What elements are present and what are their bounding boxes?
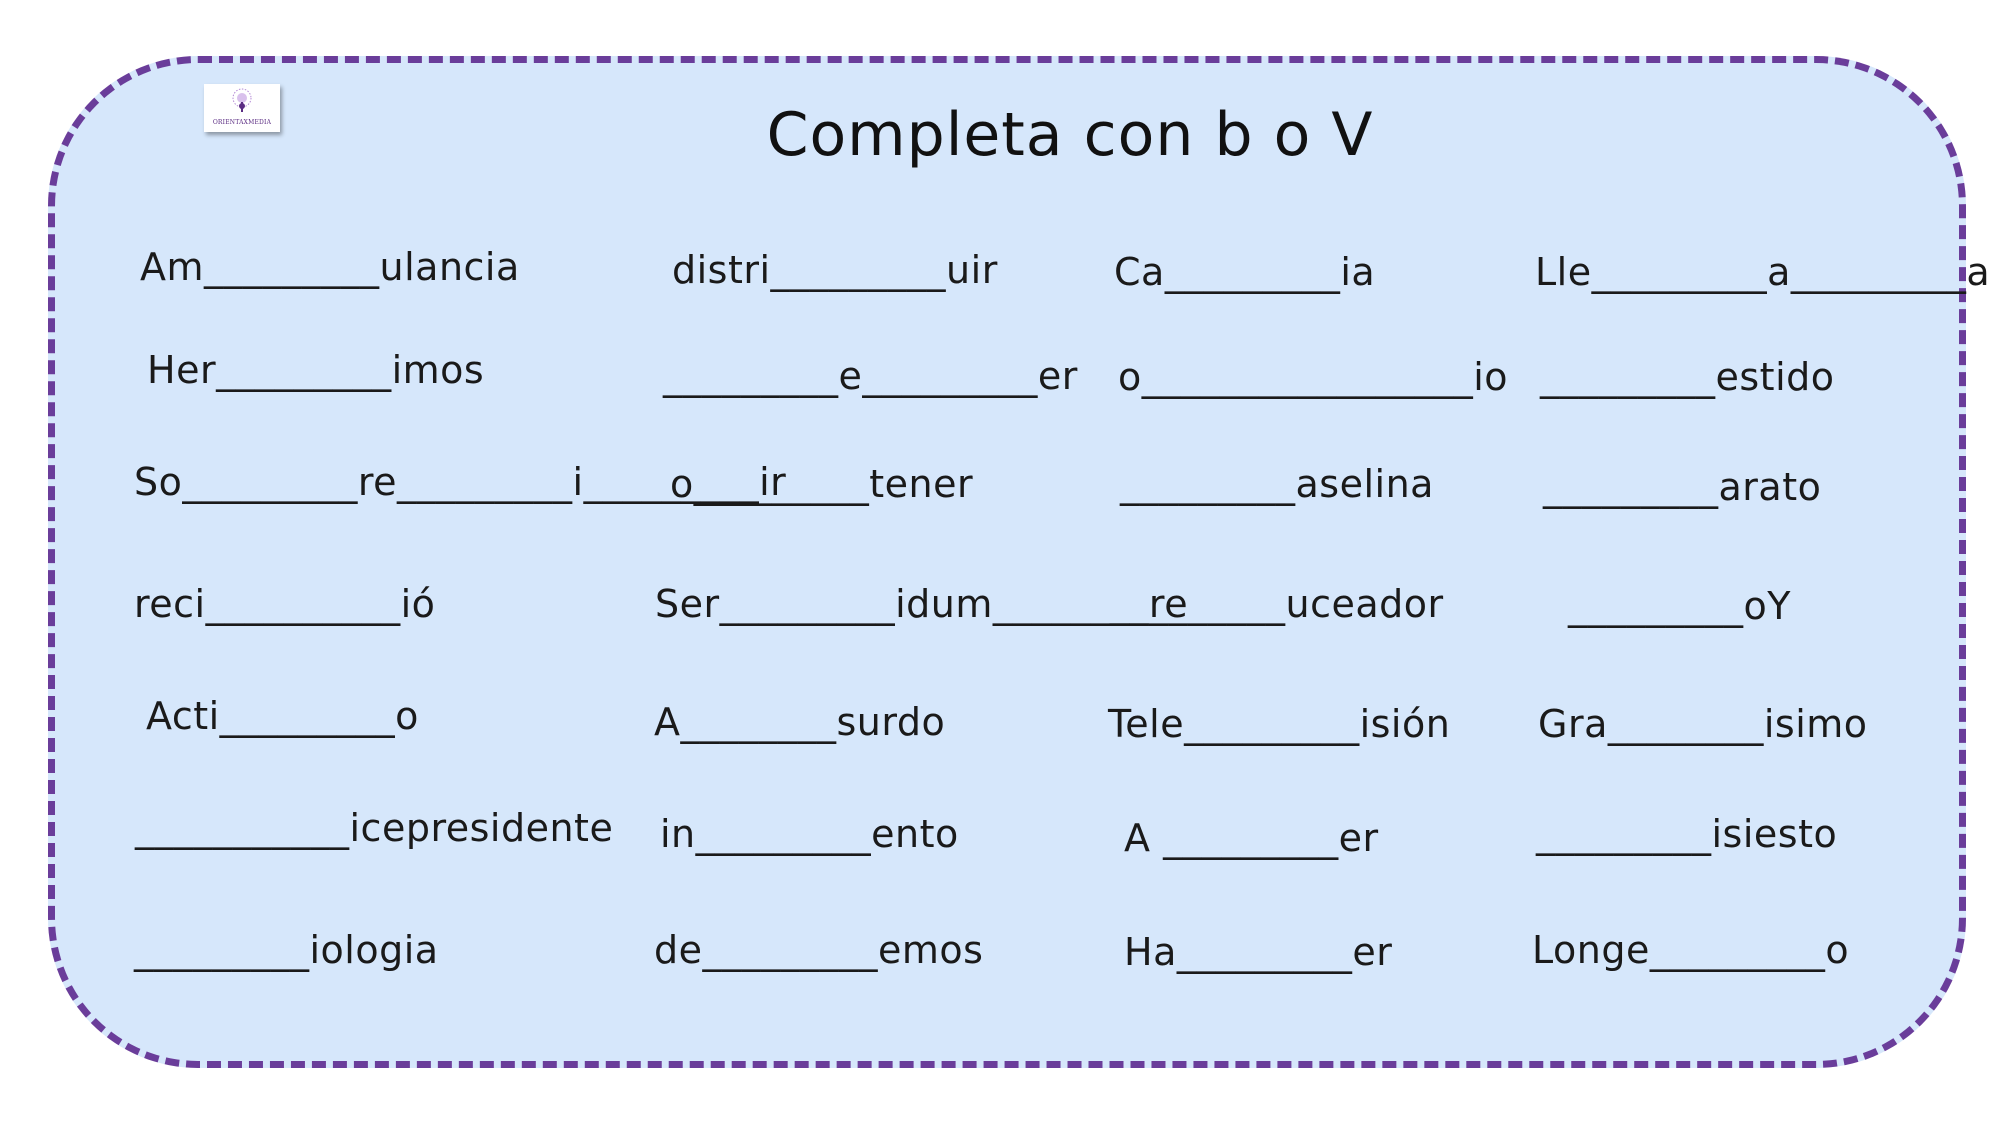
word-item: A _________er: [1124, 816, 1379, 860]
logo-text: ORIENTAXMEDIA: [212, 119, 272, 126]
word-item: _________uceador: [1110, 582, 1444, 626]
word-item: Tele_________isión: [1108, 702, 1451, 746]
worksheet-card: [48, 56, 1966, 1068]
word-item: _________estido: [1540, 355, 1835, 399]
tree-logo-icon: [232, 88, 252, 112]
word-item: reci__________ió: [134, 582, 436, 626]
word-item: ___________icepresidente: [135, 806, 614, 850]
word-item: o_________________io: [1118, 355, 1509, 399]
word-item: _________aselina: [1120, 462, 1434, 506]
word-item: Am_________ulancia: [140, 245, 520, 289]
word-item: Acti_________o: [146, 694, 419, 738]
word-item: Ha_________er: [1124, 930, 1393, 974]
word-item: Ca_________ia: [1114, 250, 1376, 294]
word-item: _________e_________er: [663, 354, 1078, 398]
word-item: _________arato: [1543, 465, 1822, 509]
word-item: Her_________imos: [147, 348, 485, 392]
word-item: Lle_________a_________a: [1535, 250, 1991, 294]
orientacion-logo: ORIENTAXMEDIA: [204, 84, 280, 132]
word-item: o_________tener: [670, 462, 974, 506]
word-item: in_________ento: [660, 812, 959, 856]
word-item: de_________emos: [654, 928, 984, 972]
word-item: Longe_________o: [1532, 928, 1850, 972]
word-item: Ser_________idum________re: [655, 582, 1189, 626]
word-item: _________iologia: [134, 928, 439, 972]
word-item: So_________re_________i_________ir: [134, 460, 787, 504]
word-item: distri_________uir: [672, 248, 998, 292]
word-item: Gra________isimo: [1538, 702, 1868, 746]
page-title: Completa con b o V: [766, 100, 1374, 170]
word-item: A________surdo: [654, 700, 946, 744]
word-item: _________isiesto: [1536, 812, 1838, 856]
word-item: _________oY: [1568, 584, 1791, 628]
